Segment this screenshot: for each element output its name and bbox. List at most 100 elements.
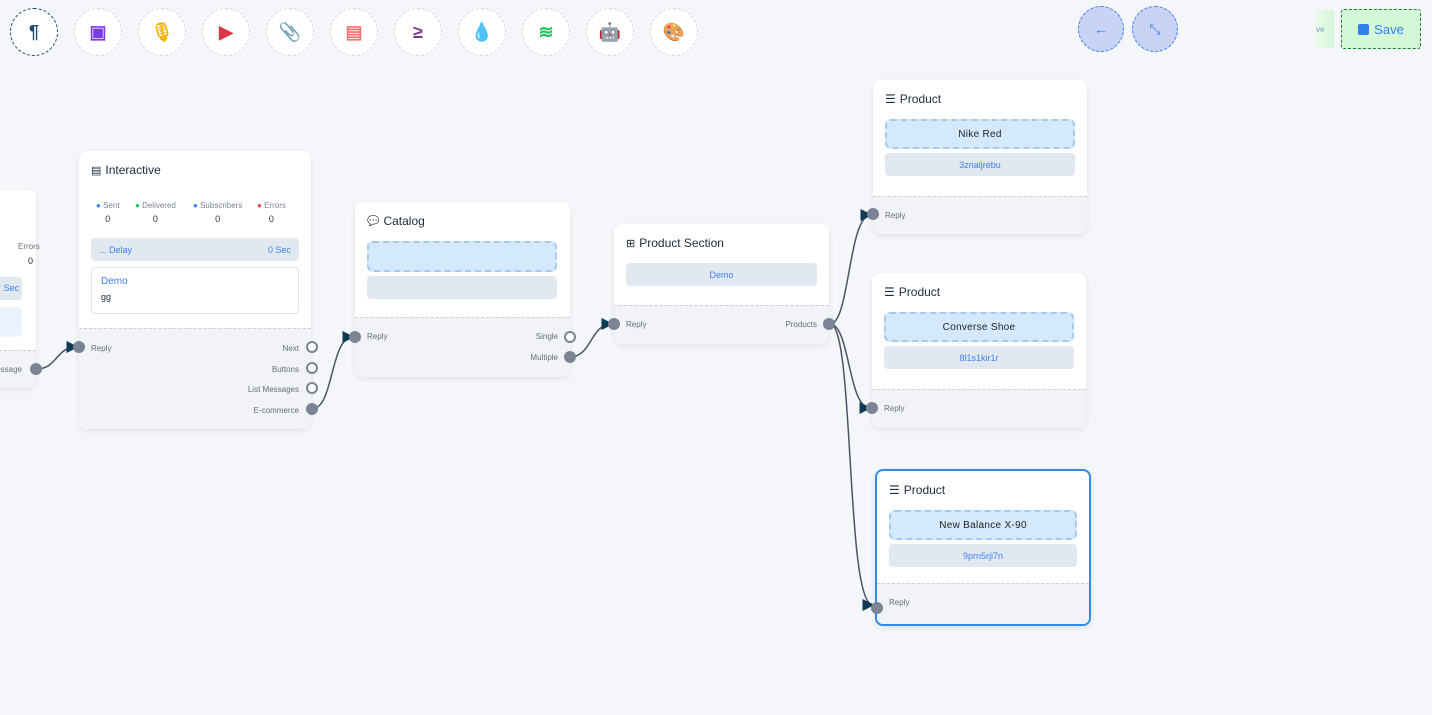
input-port[interactable] [73, 341, 85, 353]
youtube-tool-button[interactable]: ▶ [202, 8, 250, 56]
stat-icon: ● [193, 201, 198, 210]
save-label: Save [1374, 21, 1404, 37]
output-label-ecommerce: E-commerce [253, 406, 299, 415]
product-section-node[interactable]: ⊞Product Section Demo Reply Products [608, 224, 835, 344]
output-label-buttons: Buttons [271, 365, 299, 374]
paragraph-tool-button[interactable]: ¶ [10, 8, 58, 56]
message-title: Demo [101, 276, 128, 287]
list-icon: ☰ [884, 285, 895, 299]
greater-equal-tool-button[interactable]: ≥ [394, 8, 442, 56]
catalog-node[interactable]: 💬Catalog Reply Single Multiple [349, 202, 576, 377]
compress-icon: ⤡ [1149, 20, 1161, 37]
stat-icon: ● [257, 201, 262, 210]
output-port-next[interactable] [306, 341, 318, 353]
palette-tool-button[interactable]: 🎨 [650, 8, 698, 56]
node-title: ☰Product [885, 92, 941, 106]
delay-bar[interactable]: Sec [0, 277, 22, 300]
node-title: 💬Catalog [367, 214, 425, 228]
output-label-next: Next [282, 344, 299, 353]
delay-bar[interactable]: ... Delay 0 Sec [91, 238, 299, 261]
back-button[interactable]: ← [1078, 6, 1124, 52]
output-label-products: Products [785, 320, 817, 329]
delay-value: Sec [3, 283, 19, 293]
paperclip-icon: 📎 [278, 21, 302, 42]
newspaper-tool-button[interactable]: ▤ [330, 8, 378, 56]
message-body: gg [101, 292, 112, 302]
node-title: ☰Product [889, 483, 945, 497]
comment-icon: 💬 [367, 215, 380, 227]
microphone-tool-button[interactable]: 🎙 [138, 8, 186, 56]
message-preview[interactable]: Demo gg [91, 267, 299, 314]
delay-label: ... Delay [99, 244, 133, 255]
product-name[interactable]: New Balance X-90 [889, 510, 1077, 540]
floppy-disk-icon [1358, 23, 1370, 35]
output-port-ecommerce[interactable] [306, 403, 318, 415]
product-node[interactable]: ☰Product Converse Shoe 8l1s1kir1r Reply [866, 273, 1086, 428]
product-node[interactable]: ☰Product New Balance X-90 9prn5rji7n Rep… [871, 469, 1091, 626]
node-title: ☰Product [884, 285, 940, 299]
stack-overflow-tool-button[interactable]: ≋ [522, 8, 570, 56]
save-button[interactable]: Save [1341, 9, 1421, 49]
stat-value: 0 [105, 214, 111, 224]
product-id[interactable]: 9prn5rji7n [889, 544, 1077, 567]
input-port-label: Reply [91, 344, 112, 353]
stat-value: 0 [215, 214, 221, 224]
droplet-tool-button[interactable]: 💧 [458, 8, 506, 56]
palette-icon: 🎨 [662, 21, 686, 42]
output-port-single[interactable] [564, 331, 576, 343]
input-port[interactable] [608, 318, 620, 330]
title-text: Product [898, 285, 941, 299]
newspaper-icon: ▤ [91, 164, 102, 177]
title-text: Interactive [105, 163, 161, 177]
output-port-label: Message [0, 365, 22, 374]
edge-section-to-product-3 [829, 323, 875, 611]
title-text: Product Section [639, 236, 724, 250]
input-port[interactable] [871, 602, 883, 614]
ghost-button: ve [1316, 10, 1334, 48]
stat-icon: ● [96, 201, 101, 210]
edge-section-to-product-1 [829, 209, 873, 325]
section-name[interactable]: Demo [626, 263, 817, 286]
stat-value: 0 [152, 214, 158, 224]
stat-sent: ● Sent 0 [96, 201, 120, 224]
robot-tool-button[interactable]: 🤖 [586, 8, 634, 56]
list-icon: ☰ [885, 92, 896, 106]
delay-value: 0 Sec [267, 244, 291, 255]
fit-view-button[interactable]: ⤡ [1132, 6, 1178, 52]
catalog-name-field[interactable] [367, 241, 557, 272]
product-node[interactable]: ☰Product Nike Red 3znaljrebu Reply [867, 80, 1087, 234]
input-port-label: Reply [889, 598, 910, 607]
output-port[interactable] [30, 363, 42, 375]
stat-label: Sent [103, 201, 120, 210]
output-port-multiple[interactable] [564, 351, 576, 363]
node-title: ⊞Product Section [626, 236, 724, 250]
output-label-multiple: Multiple [530, 353, 558, 362]
input-port[interactable] [349, 331, 361, 343]
robot-icon: 🤖 [598, 21, 622, 42]
image-tool-button[interactable]: ▣ [74, 8, 122, 56]
catalog-id-field[interactable] [367, 276, 557, 299]
title-text: Product [899, 92, 942, 106]
paperclip-tool-button[interactable]: 📎 [266, 8, 314, 56]
edge-left-to-interactive [35, 341, 79, 370]
droplet-icon: 💧 [470, 21, 494, 42]
ghost-label: ve [1316, 24, 1325, 34]
product-name[interactable]: Nike Red [885, 119, 1075, 149]
input-port[interactable] [866, 402, 878, 414]
output-port-buttons[interactable] [306, 362, 318, 374]
product-id[interactable]: 8l1s1kir1r [884, 346, 1074, 369]
message-box[interactable] [0, 307, 22, 337]
partial-node[interactable]: Errors 0 Sec Message [0, 190, 42, 388]
microphone-icon: 🎙 [150, 21, 174, 42]
stat-delivered: ● Delivered 0 [135, 201, 176, 224]
input-port[interactable] [867, 208, 879, 220]
product-name[interactable]: Converse Shoe [884, 312, 1074, 342]
newspaper-icon: ▤ [345, 21, 363, 42]
output-port-products[interactable] [823, 318, 835, 330]
stat-label: Delivered [142, 201, 176, 210]
product-id[interactable]: 3znaljrebu [885, 153, 1075, 176]
stat-icon: ● [135, 201, 140, 210]
output-port-list-messages[interactable] [306, 382, 318, 394]
stat-value: 0 [268, 214, 274, 224]
